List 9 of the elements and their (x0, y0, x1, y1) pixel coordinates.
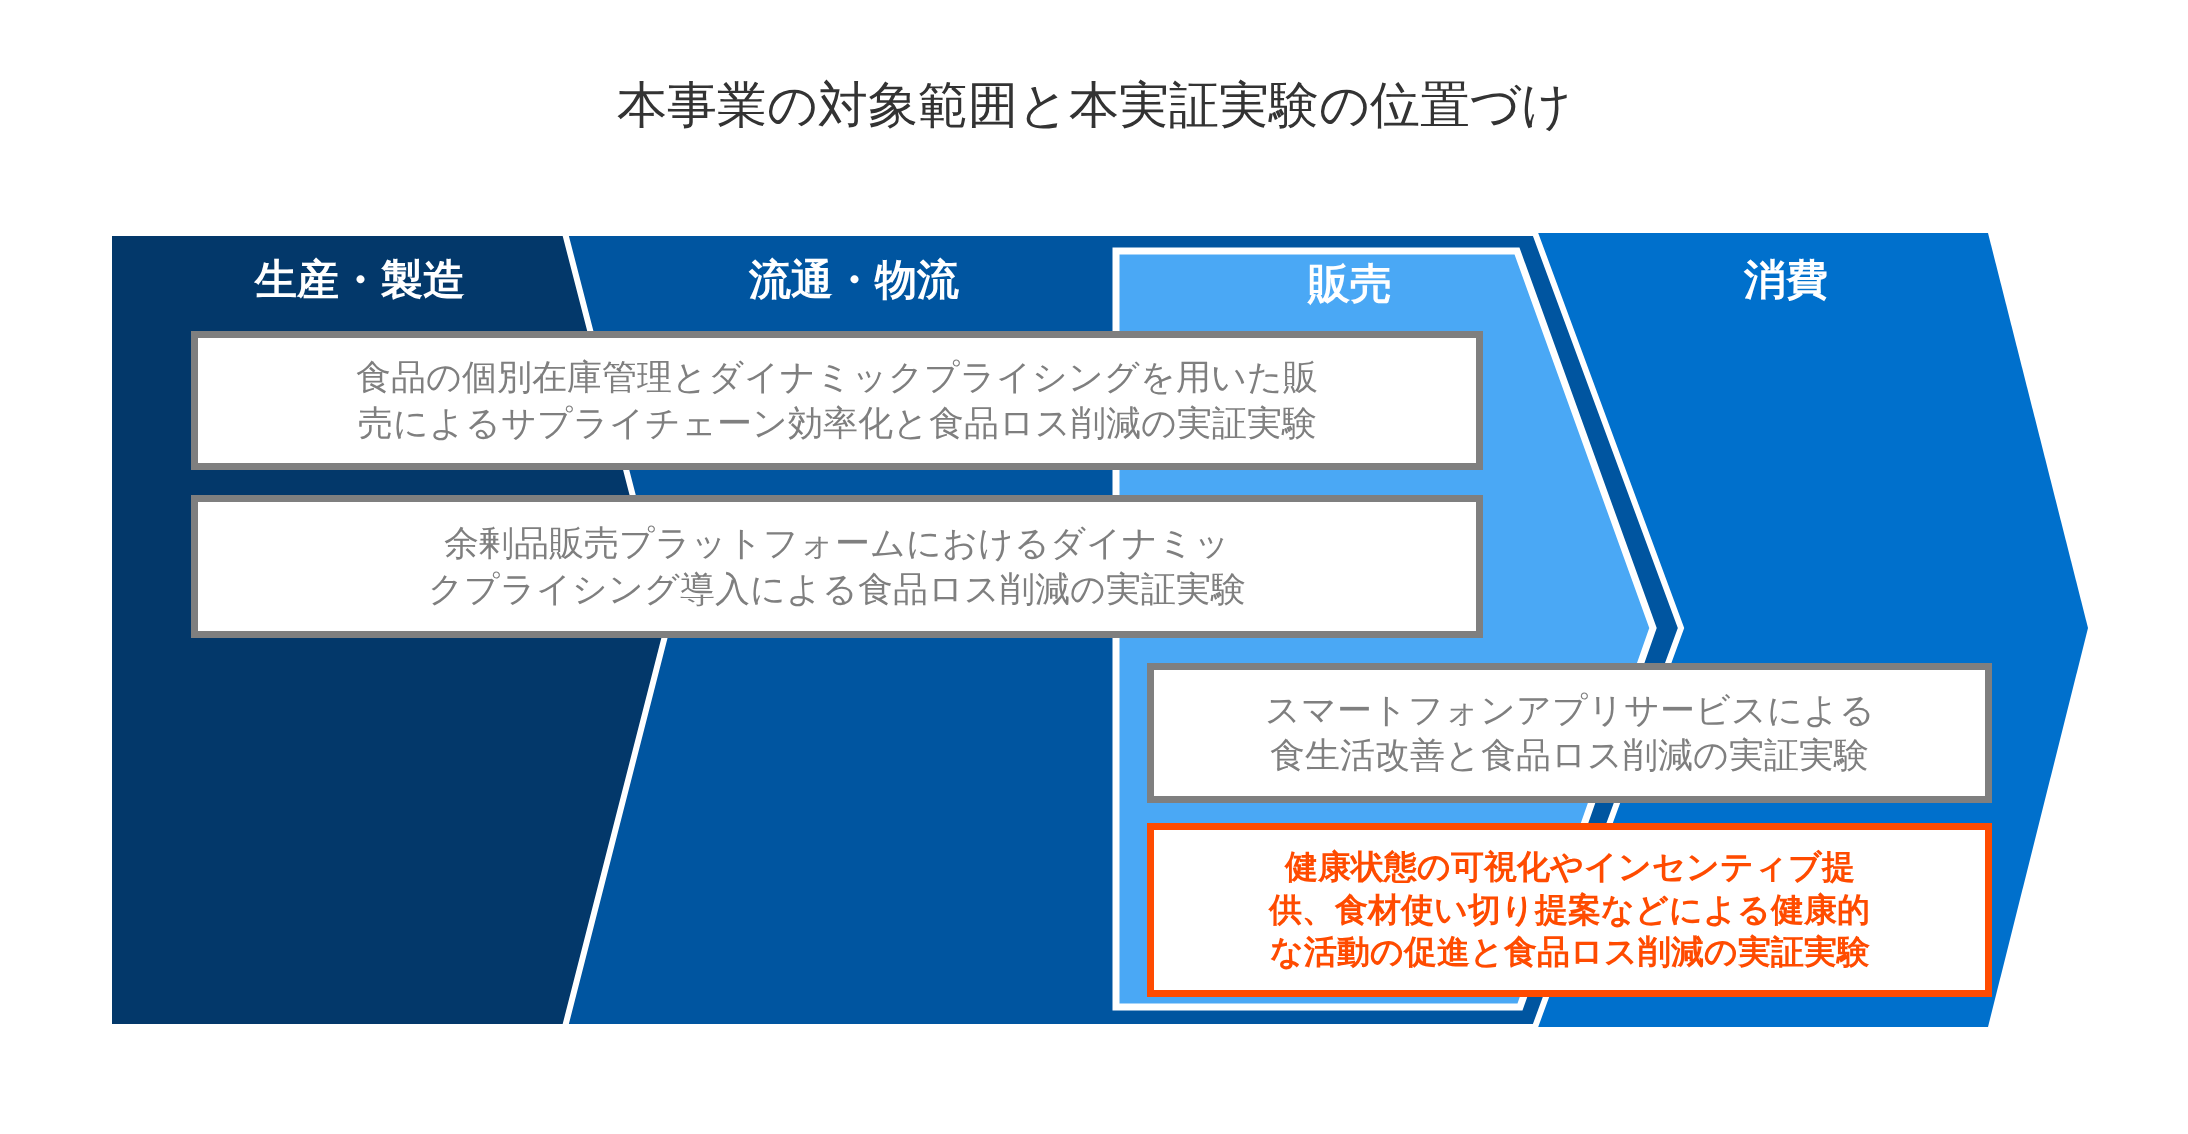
stage-heading: 消費 (1744, 254, 1828, 306)
title: 本事業の対象範囲と本実証実験の位置づけ (616, 76, 1572, 134)
stage-heading: 生産・製造 (255, 254, 465, 306)
highlighted-experiment-box: 健康状態の可視化やインセンティブ提供、食材使い切り提案などによる健康的な活動の促進と食品ロス削減の実証実験 (1147, 823, 1992, 997)
experiment-box: 食品の個別在庫管理とダイナミックプライシングを用いた販売によるサプライチェーン効率化と食品ロス削減の実証実験 (191, 331, 1483, 470)
stage-heading: 販売 (1308, 258, 1392, 310)
stage-heading: 流通・物流 (749, 254, 959, 306)
experiment-box: スマートフォンアプリサービスによる食生活改善と食品ロス削減の実証実験 (1147, 663, 1992, 803)
experiment-box: 余剰品販売プラットフォームにおけるダイナミックプライシング導入による食品ロス削減の実証実験 (191, 495, 1483, 638)
